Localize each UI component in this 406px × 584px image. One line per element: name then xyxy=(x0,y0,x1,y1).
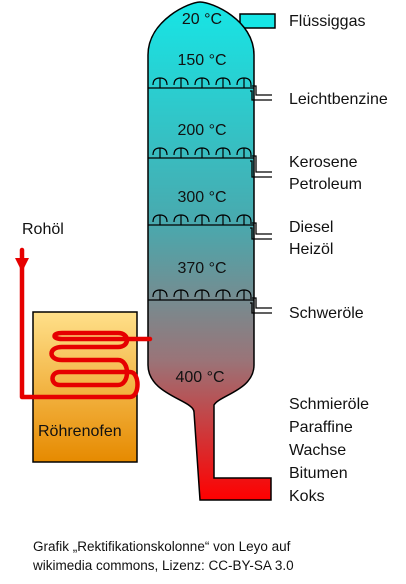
temperature-label: 300 °C xyxy=(177,189,226,206)
product-label: Petroleum xyxy=(289,176,362,193)
bubble-cap xyxy=(194,77,210,88)
residue-label: Wachse xyxy=(289,442,346,459)
bubble-cap xyxy=(215,147,231,158)
bubble-cap xyxy=(194,289,210,300)
bubble-cap xyxy=(152,214,168,225)
inflow-arrow-icon xyxy=(15,258,29,272)
bubble-cap xyxy=(236,289,252,300)
temperature-label: 150 °C xyxy=(177,52,226,69)
residue-label: Schmieröle xyxy=(289,396,369,413)
top-outlet-pipe xyxy=(239,13,276,29)
side-outlets xyxy=(250,85,272,314)
outlet-diesel xyxy=(250,222,272,240)
residue-label: Paraffine xyxy=(289,419,353,436)
bubble-cap xyxy=(215,77,231,88)
trays xyxy=(148,87,254,301)
crude-oil-pipe xyxy=(19,247,153,400)
bubble-cap xyxy=(236,77,252,88)
bubble-cap xyxy=(173,77,189,88)
temperature-label: 200 °C xyxy=(177,122,226,139)
bubble-cap xyxy=(152,147,168,158)
outlet-heavy-oil xyxy=(250,297,272,314)
outlet-gasoline xyxy=(250,85,272,101)
bubble-cap xyxy=(236,214,252,225)
temperature-label: 370 °C xyxy=(177,260,226,277)
bubble-cap xyxy=(173,147,189,158)
product-label: Flüssiggas xyxy=(289,13,365,30)
outlet-kerosene xyxy=(250,155,272,178)
bubble-cap xyxy=(173,289,189,300)
fractionating-column xyxy=(147,1,272,501)
product-label: Leichtbenzine xyxy=(289,91,388,108)
bubble-cap xyxy=(152,289,168,300)
bubble-caps xyxy=(152,77,252,300)
temperature-label: 400 °C xyxy=(175,369,224,386)
bubble-cap xyxy=(236,147,252,158)
residue-label: Koks xyxy=(289,488,325,505)
residue-label: Bitumen xyxy=(289,465,348,482)
product-label: Diesel xyxy=(289,219,333,236)
bubble-cap xyxy=(173,214,189,225)
furnace-label: Röhrenofen xyxy=(38,423,122,440)
caption-line-2: wikimedia commons, Lizenz: CC-BY-SA 3.0 xyxy=(32,558,294,573)
product-label: Kerosene xyxy=(289,154,358,171)
crude-oil-label: Rohöl xyxy=(22,221,64,238)
bubble-cap xyxy=(152,77,168,88)
bubble-cap xyxy=(194,147,210,158)
bubble-cap xyxy=(215,214,231,225)
temperature-label: 20 °C xyxy=(182,11,222,28)
product-label: Schweröle xyxy=(289,305,364,322)
bubble-cap xyxy=(215,289,231,300)
product-label: Heizöl xyxy=(289,241,333,258)
caption-line-1: Grafik „Rektifikationskolonne“ von Leyo … xyxy=(33,539,291,554)
bubble-cap xyxy=(194,214,210,225)
